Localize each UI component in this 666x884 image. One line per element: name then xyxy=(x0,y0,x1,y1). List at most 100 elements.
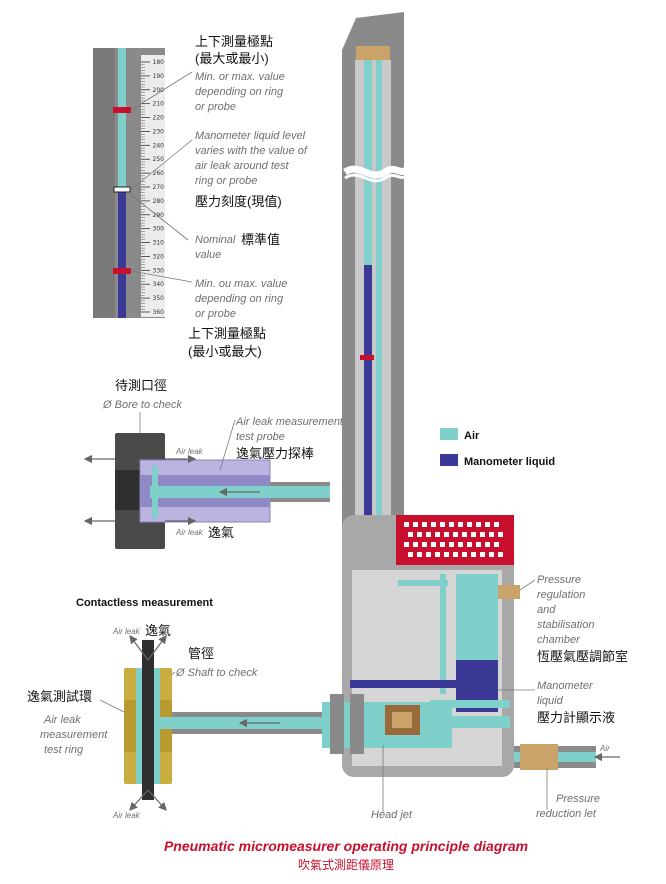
caption-en: Pneumatic micromeasurer operating princi… xyxy=(164,838,528,854)
scale-tick-label: 320 xyxy=(153,253,165,260)
chamber-grid-hole xyxy=(404,542,409,547)
nominal-en-1: Nominal xyxy=(195,234,236,246)
chamber-grid-hole xyxy=(449,542,454,547)
chamber-grid-hole xyxy=(444,532,449,537)
chamber-grid-hole xyxy=(413,522,418,527)
scale-tick-label: 350 xyxy=(153,295,165,302)
chamber-en-5: chamber xyxy=(537,634,581,646)
chamber-grid-hole xyxy=(489,552,494,557)
chamber-grid-hole xyxy=(422,522,427,527)
chamber-grid-hole xyxy=(440,522,445,527)
level-en-3: air leak around test xyxy=(195,160,289,172)
ring-air-leak-bottom: Air leak xyxy=(112,811,141,820)
level-zh: 壓力刻度(現值) xyxy=(195,194,282,209)
scale-tick-label: 230 xyxy=(153,128,165,135)
scale-tick-label: 330 xyxy=(153,267,165,274)
min-limit-marker xyxy=(113,268,131,274)
manometer-scale-detail: 1801902002102202302402502602702802903003… xyxy=(93,48,165,318)
chamber-grid-hole xyxy=(485,522,490,527)
reduction-en-2: reduction let xyxy=(536,808,597,820)
top-limit-en-3: or probe xyxy=(195,101,236,113)
main-instrument xyxy=(322,12,620,777)
air-leak-label-2: Air leak xyxy=(175,528,204,537)
top-limit-en-1: Min. or max. value xyxy=(195,71,285,83)
head-jet: Head jet xyxy=(371,809,413,821)
probe-zh: 逸氣壓力探棒 xyxy=(236,446,314,461)
scale-tick-label: 250 xyxy=(153,156,165,163)
reduction-en-1: Pressure xyxy=(556,793,600,805)
level-en-2: varies with the value of xyxy=(195,145,308,157)
bore-zh: 待測口徑 xyxy=(115,378,167,393)
legend-air-swatch xyxy=(440,428,458,440)
chamber-grid-hole xyxy=(498,552,503,557)
bottom-limit-zh-2: (最小或最大) xyxy=(188,344,262,359)
chamber-grid-hole xyxy=(458,522,463,527)
chamber-grid-hole xyxy=(494,522,499,527)
probe-en-2: test probe xyxy=(236,431,285,443)
caption-zh: 吹氣式測距儀原理 xyxy=(298,858,394,872)
chamber-grid-hole xyxy=(489,532,494,537)
probe-en-1: Air leak measurement xyxy=(235,416,344,428)
chamber-en-4: stabilisation xyxy=(537,619,594,631)
column-tube-liquid xyxy=(364,265,372,660)
test-ring-assembly xyxy=(124,640,330,800)
top-limit-en-2: depending on ring xyxy=(195,86,284,98)
bore-probe-assembly xyxy=(115,433,330,549)
ring-en-2: measurement xyxy=(40,729,108,741)
chamber-grid-hole xyxy=(498,532,503,537)
level-en-4: ring or probe xyxy=(195,175,257,187)
bore-en: Ø Bore to check xyxy=(102,399,182,411)
mano-en-1: Manometer xyxy=(537,680,594,692)
chamber-grid-hole xyxy=(417,532,422,537)
chamber-grid-hole xyxy=(449,522,454,527)
scale-tick-label: 200 xyxy=(153,87,165,94)
chamber-en-2: regulation xyxy=(537,589,585,601)
scale-tick-label: 190 xyxy=(153,73,165,80)
chamber-grid-hole xyxy=(453,532,458,537)
chamber-grid-hole xyxy=(480,532,485,537)
chamber-grid-hole xyxy=(426,532,431,537)
chamber-grid-hole xyxy=(467,542,472,547)
chamber-zh: 恆壓氣壓調節室 xyxy=(537,649,628,664)
top-limit-zh-2: (最大或最小) xyxy=(195,51,269,66)
chamber-grid-hole xyxy=(458,542,463,547)
scale-tube-liquid xyxy=(118,192,126,318)
scale-tick-label: 280 xyxy=(153,198,165,205)
chamber-grid-hole xyxy=(440,542,445,547)
scale-tick-label: 240 xyxy=(153,142,165,149)
nominal-marker xyxy=(113,186,131,193)
chamber-grid-hole xyxy=(476,542,481,547)
chamber-grid-hole xyxy=(462,552,467,557)
chamber-grid-hole xyxy=(408,552,413,557)
chamber-grid-hole xyxy=(444,552,449,557)
scale-tick-label: 210 xyxy=(153,101,165,108)
chamber-grid-hole xyxy=(431,522,436,527)
chamber-grid-hole xyxy=(471,552,476,557)
scale-tick-label: 270 xyxy=(153,184,165,191)
max-limit-marker xyxy=(113,107,131,113)
chamber-grid-hole xyxy=(417,552,422,557)
chamber-grid-hole xyxy=(435,552,440,557)
ring-en-1: Air leak xyxy=(43,714,81,726)
mano-en-2: liquid xyxy=(537,695,564,707)
scale-tick-label: 360 xyxy=(153,309,165,316)
level-en-1: Manometer liquid level xyxy=(195,130,306,142)
chamber-grid-hole xyxy=(422,542,427,547)
legend-manometer-swatch xyxy=(440,454,458,466)
bottom-limit-en-3: or probe xyxy=(195,308,236,320)
bottom-limit-en-2: depending on ring xyxy=(195,293,284,305)
chamber-en-1: Pressure xyxy=(537,574,581,586)
column-tube-air xyxy=(364,60,372,265)
chamber-en-3: and xyxy=(537,604,556,616)
air-leak-label-1: Air leak xyxy=(175,447,204,456)
shaft-en: Ø Shaft to check xyxy=(175,667,258,679)
scale-tick-label: 180 xyxy=(153,59,165,66)
nominal-zh: 標準值 xyxy=(241,232,280,247)
legend: Air Manometer liquid xyxy=(440,428,555,468)
scale-ticks: 1801902002102202302402502602702802903003… xyxy=(141,59,164,316)
ring-en-3: test ring xyxy=(44,744,84,756)
chamber-grid-hole xyxy=(476,522,481,527)
ring-air-leak-zh: 逸氣 xyxy=(145,623,171,638)
chamber-grid-hole xyxy=(404,522,409,527)
chamber-grid-hole xyxy=(467,522,472,527)
